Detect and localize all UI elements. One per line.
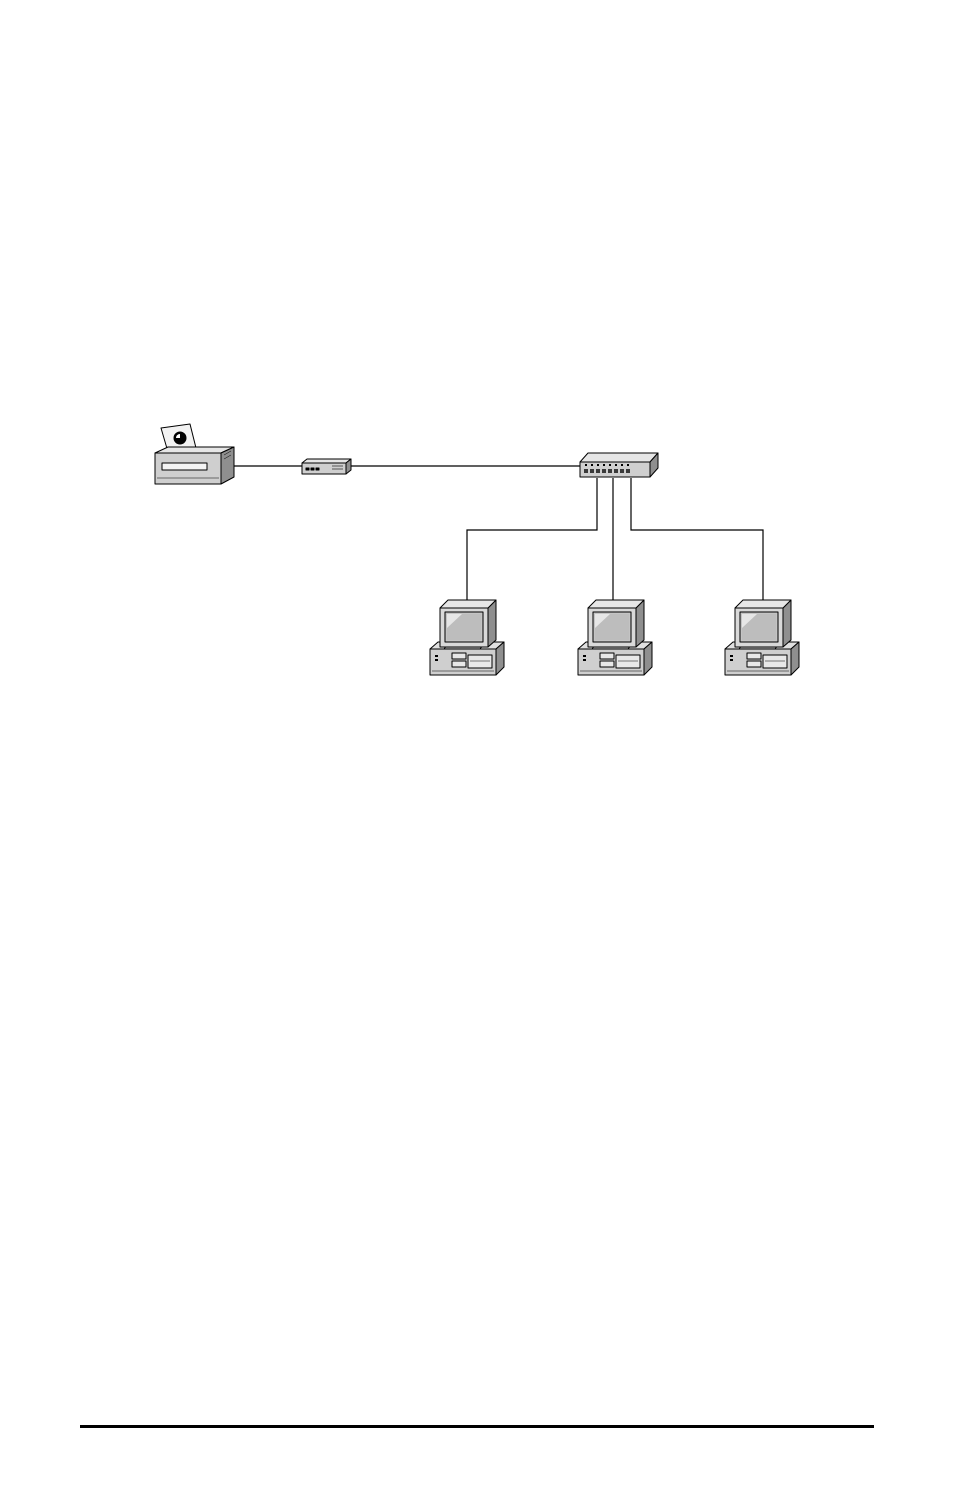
switch-port (620, 469, 624, 473)
desktop-computer-icon (578, 600, 652, 675)
switch-port (602, 469, 606, 473)
print-server-icon (302, 459, 351, 474)
connection-lines (234, 466, 763, 603)
switch-led (585, 464, 587, 466)
switch-led (627, 464, 629, 466)
switch-led (597, 464, 599, 466)
footer-rule (80, 1425, 874, 1428)
switch-port (584, 469, 588, 473)
switch-port (590, 469, 594, 473)
link-switch-pc-1 (467, 478, 597, 603)
switch-port (614, 469, 618, 473)
switch-port (596, 469, 600, 473)
desktop-computer-icon (725, 600, 799, 675)
switch-port (608, 469, 612, 473)
network-switch-icon (580, 453, 658, 477)
printer-icon (155, 424, 234, 484)
desktop-computer-icon (430, 600, 504, 675)
switch-led (609, 464, 611, 466)
switch-led (603, 464, 605, 466)
switch-led (621, 464, 623, 466)
switch-led (615, 464, 617, 466)
switch-port (626, 469, 630, 473)
switch-led (591, 464, 593, 466)
link-switch-pc-3 (631, 478, 763, 603)
